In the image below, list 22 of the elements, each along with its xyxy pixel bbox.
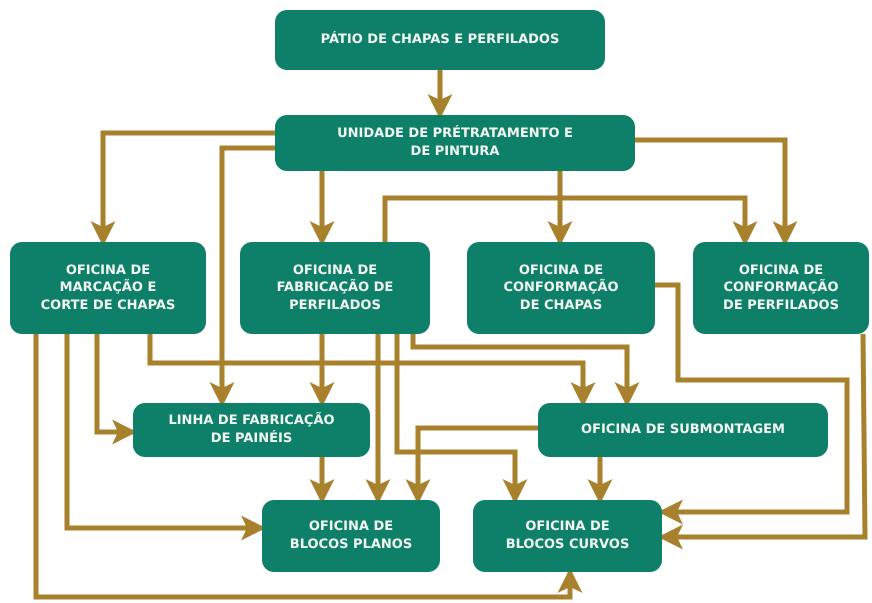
box-label: UNIDADE DE PRÉTRATAMENTO E DE PINTURA <box>336 125 574 161</box>
process-box <box>693 242 869 334</box>
process-box <box>240 242 430 334</box>
box-label: PÁTIO DE CHAPAS E PERFILADOS <box>320 31 560 49</box>
process-box <box>275 10 605 70</box>
box-label: OFICINA DE SUBMONTAGEM <box>581 421 785 439</box>
process-box <box>467 242 655 334</box>
process-box <box>538 403 828 457</box>
box-label: OFICINA DE CONFORMAÇÃO DE PERFILADOS <box>722 262 840 314</box>
process-box <box>473 500 662 572</box>
box-label: OFICINA DE MARCAÇÃO E CORTE DE CHAPAS <box>40 262 176 314</box>
process-box <box>275 115 635 171</box>
process-box <box>10 242 206 334</box>
process-box <box>133 403 370 457</box>
box-label: OFICINA DE FABRICAÇÃO DE PERFILADOS <box>276 262 394 314</box>
arrow <box>34 334 582 600</box>
box-label: OFICINA DE BLOCOS PLANOS <box>288 518 414 554</box>
box-label: OFICINA DE BLOCOS CURVOS <box>504 518 630 554</box>
box-label: LINHA DE FABRICAÇÃO DE PAINÉIS <box>167 412 336 448</box>
arrow <box>655 282 850 524</box>
process-box <box>262 500 440 572</box>
box-label: OFICINA DE CONFORMAÇÃO DE CHAPAS <box>502 262 620 314</box>
